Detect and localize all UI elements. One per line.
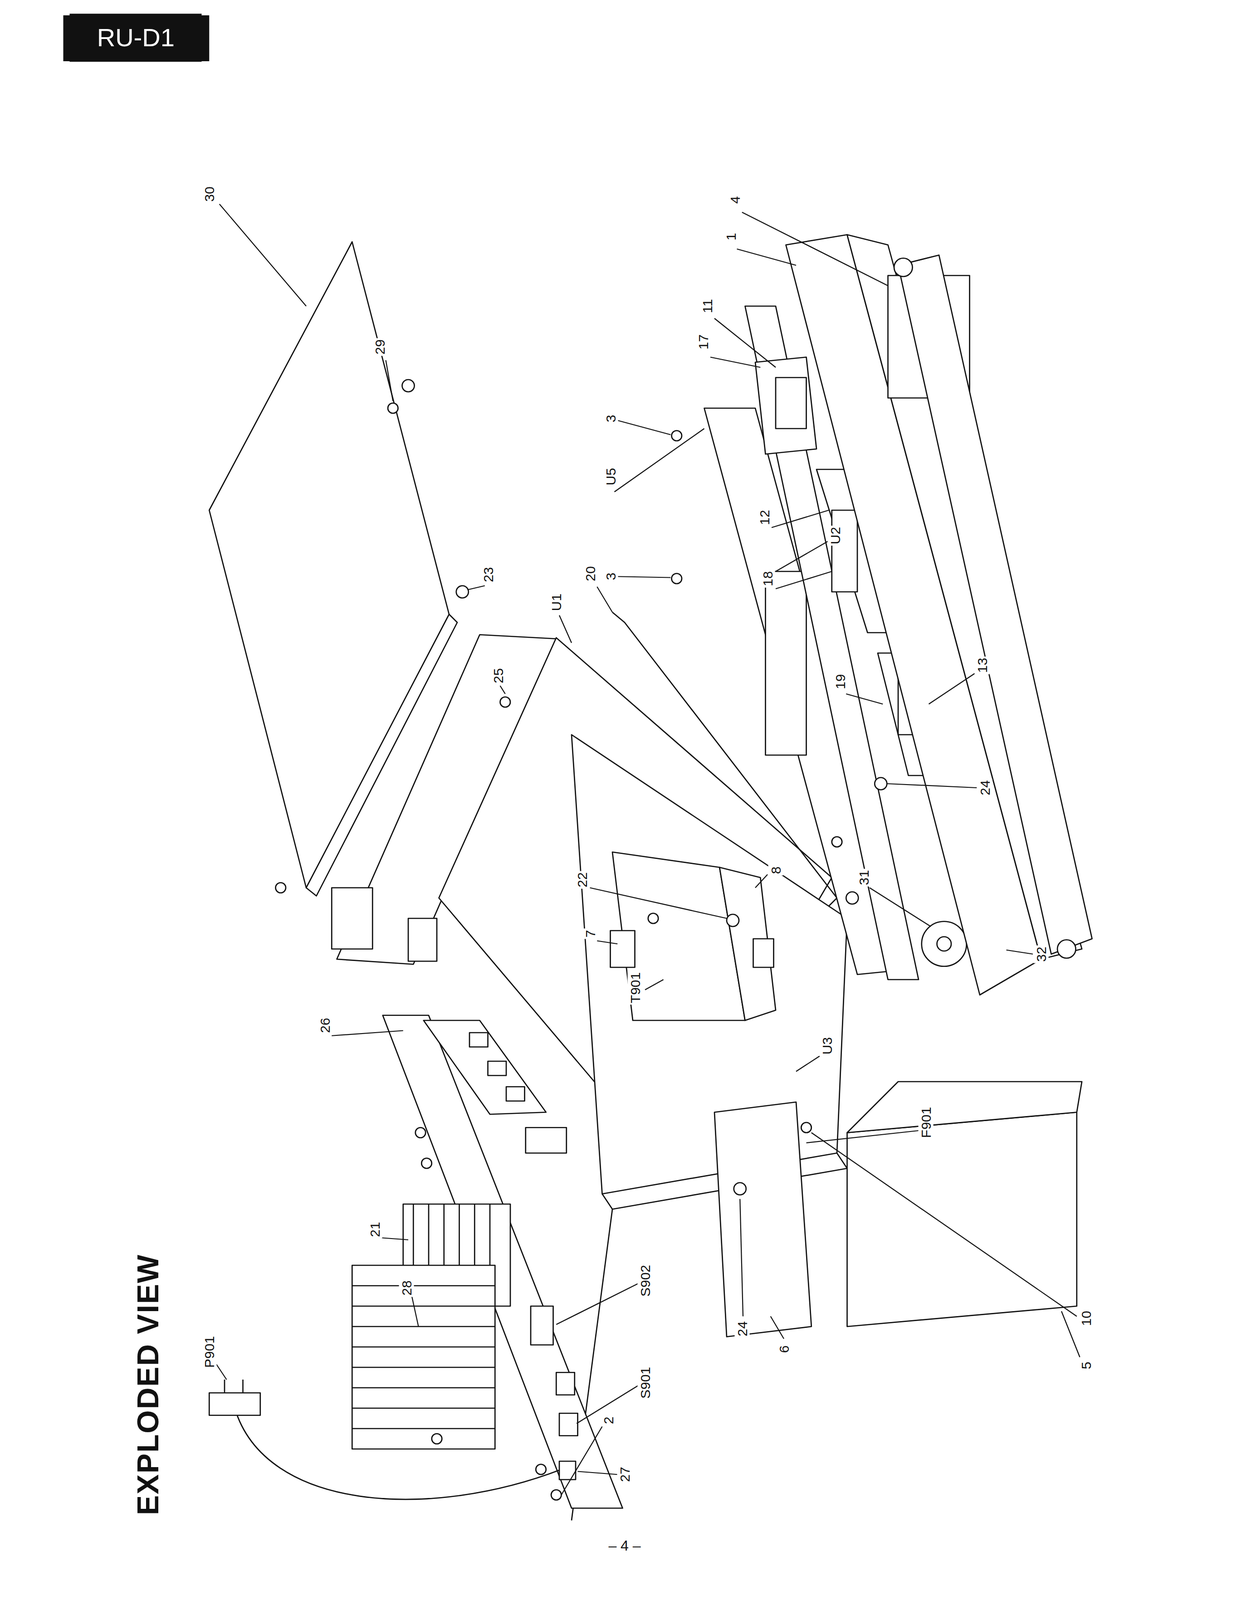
callout-number: 20: [582, 564, 598, 583]
callout-number: 26: [317, 1016, 333, 1035]
callout-number: U2: [827, 525, 843, 546]
callout-number: S902: [637, 1263, 653, 1299]
callout-number: U5: [602, 466, 618, 487]
callout-number: 21: [366, 1221, 382, 1239]
callout-number: 4: [727, 195, 743, 206]
callout-number: 23: [480, 565, 496, 584]
callout-number: 31: [855, 868, 871, 887]
diagram-title: EXPLODED VIEW: [131, 1252, 165, 1517]
callout-number: 29: [372, 337, 388, 356]
callout-number: P901: [201, 1334, 217, 1370]
callout-number: F901: [918, 1105, 934, 1140]
callout-number: 3: [602, 413, 618, 424]
callout-number: T901: [627, 971, 643, 1005]
model-name: RU-D1: [69, 13, 202, 62]
callout-number: 8: [768, 865, 784, 876]
callout-number: 30: [201, 185, 217, 203]
callout-number: 10: [1078, 1309, 1094, 1328]
callout-number: 24: [734, 1320, 750, 1338]
callout-number: 5: [1078, 1360, 1094, 1371]
callout-number: U3: [819, 1036, 835, 1057]
callout-number: 12: [757, 508, 773, 527]
callout-number: 7: [582, 928, 598, 939]
callout-number: 19: [832, 672, 848, 691]
callout-number: U1: [548, 591, 564, 612]
callout-number: S901: [637, 1365, 653, 1401]
callout-number: 32: [1033, 945, 1049, 964]
callout-number: 25: [490, 666, 506, 685]
callout-number: 17: [695, 332, 711, 351]
callout-number: 6: [776, 1344, 792, 1355]
callout-number: 22: [574, 870, 590, 889]
page-number: – 4 –: [606, 1538, 642, 1555]
callout-number: 2: [601, 1415, 617, 1427]
callout-number: 13: [974, 656, 990, 675]
callout-number: 3: [602, 571, 618, 582]
callout-number: 11: [699, 297, 715, 315]
callout-number: 1: [723, 231, 739, 243]
callout-number: 24: [977, 778, 993, 797]
callout-number: 18: [760, 569, 776, 588]
callout-number: 28: [398, 1279, 414, 1297]
callout-number: 27: [617, 1466, 633, 1484]
